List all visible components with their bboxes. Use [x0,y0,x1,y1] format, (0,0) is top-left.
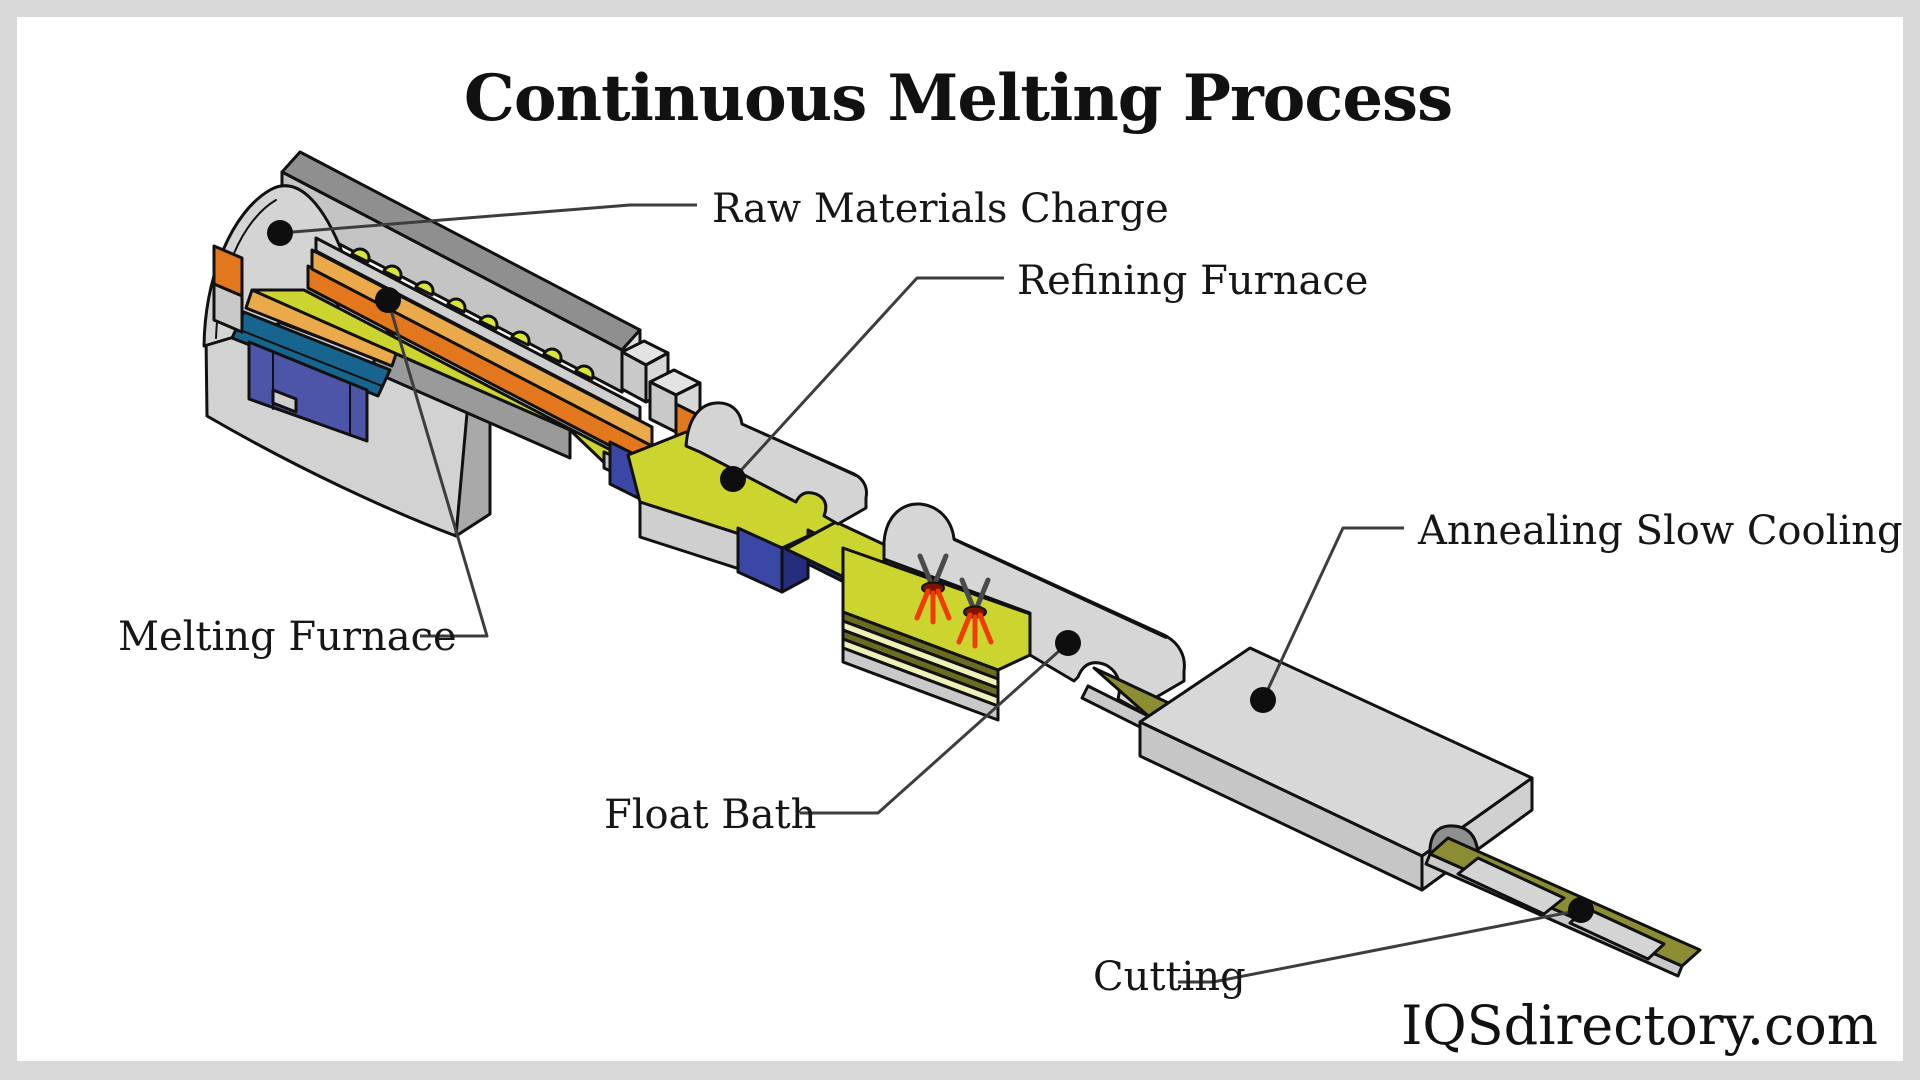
callout-dot-melting [375,287,401,313]
burner-icon [956,577,994,649]
leader-cutting [1178,908,1582,984]
callout-dot-float-bath [1055,630,1081,656]
callout-dot-cutting [1568,897,1594,923]
page-title: Continuous Melting Process [464,61,1452,136]
leader-melting [386,299,489,638]
label-melting-furnace: Melting Furnace [118,614,457,660]
label-float-bath: Float Bath [604,792,816,838]
burner-icon [914,553,952,625]
burner-port-band [314,236,642,422]
leader-lines [267,203,1594,984]
refining-arch-cover [684,401,868,526]
label-cutting: Cutting [1093,954,1246,1000]
regenerator-cavity [247,340,369,443]
callout-dot-refining [720,466,746,492]
float-bath-strata [841,610,1000,722]
leader-float-bath [800,641,1070,815]
leader-raw-materials [279,203,697,235]
watermark: IQSdirectory.com [1401,994,1878,1057]
leader-annealing [1261,526,1404,701]
cut-glass-sheet [1456,856,1566,916]
leader-refining [731,276,1004,481]
float-bath-housing [882,502,1186,711]
callout-dot-annealing [1250,687,1276,713]
burner-port-flames [350,247,595,381]
label-raw-materials-charge: Raw Materials Charge [712,186,1169,232]
label-refining-furnace: Refining Furnace [1017,258,1368,304]
callout-dot-raw-materials [267,220,293,246]
float-glass-pool [841,546,1032,672]
label-annealing-slow-cooling: Annealing Slow Cooling [1417,508,1903,554]
